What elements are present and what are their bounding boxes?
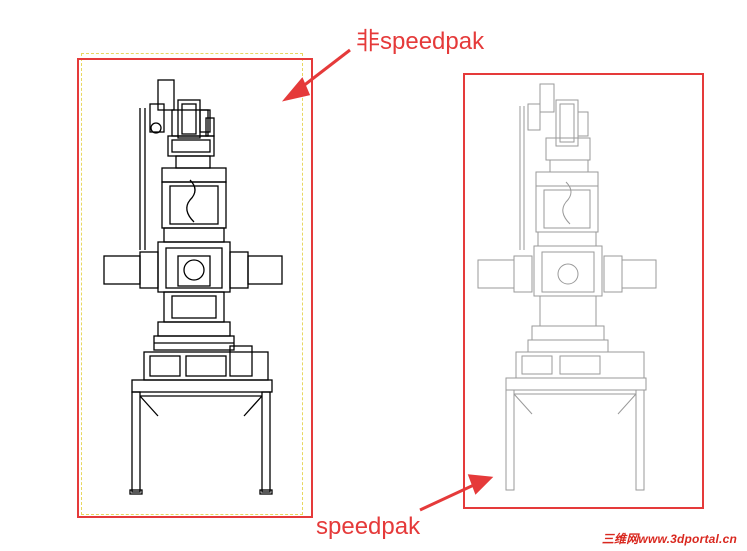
selection-outline: [81, 53, 303, 515]
speedpak-label: speedpak: [316, 513, 421, 540]
non-speedpak-label: 非speedpak: [356, 28, 485, 55]
arrow-to-speedpak: [419, 474, 494, 512]
arrow-to-non-speedpak: [281, 48, 351, 102]
speedpak-frame: [463, 73, 704, 509]
non-speedpak-frame: [77, 58, 313, 518]
site-watermark: 三维网www.3dportal.cn: [601, 532, 737, 546]
